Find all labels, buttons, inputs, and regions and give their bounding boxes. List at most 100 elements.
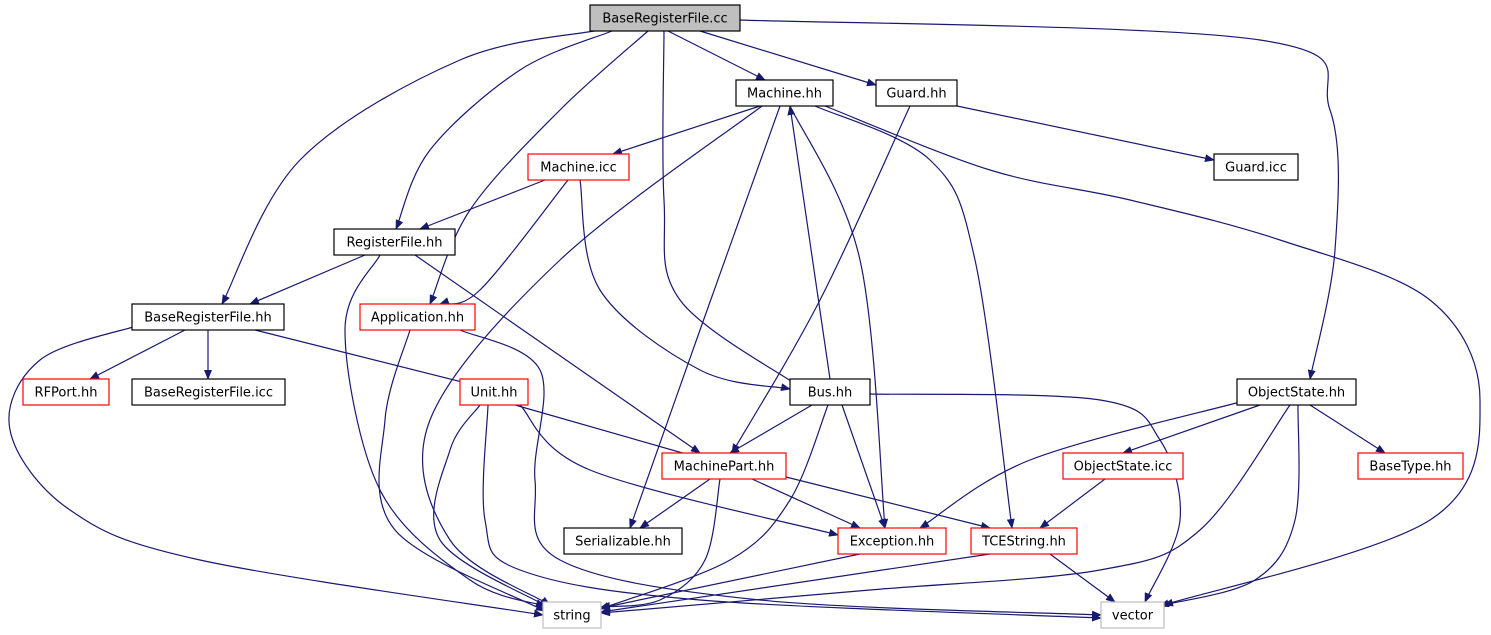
node-label: MachinePart.hh [674,460,775,475]
node-box [359,303,476,331]
edge-guard_hh-to-guard_icc [956,105,1215,163]
node-exception-hh[interactable]: Exception.hh [837,527,947,555]
node-label: TCEString.hh [981,535,1066,550]
node-label: Application.hh [371,311,464,326]
node-label: ObjectState.icc [1074,460,1173,475]
edge-unit_hh-to-machinepart_hh [514,404,701,460]
edge-tcestring_hh-to-vector [1049,553,1116,603]
edge-machinepart_hh-to-exception_hh [751,478,861,529]
node-box [735,79,834,107]
edge-exception_hh-to-string [600,553,861,611]
edge-base_hh-to-unit_hh [254,329,471,386]
edge-objectstate_hh-to-string [600,404,1291,617]
node-box [875,79,958,107]
node-objectstate-icc[interactable]: ObjectState.icc [1062,452,1184,480]
node-base-cc[interactable]: BaseRegisterFile.cc [589,4,741,32]
edge-base_cc-to-bus_hh [662,30,801,388]
node-box [1236,378,1357,406]
node-box [131,303,285,331]
node-registerfile-hh[interactable]: RegisterFile.hh [333,228,456,256]
node-box [459,378,529,406]
edge-base_cc-to-base_hh [221,29,601,305]
node-label: BaseRegisterFile.hh [144,311,272,326]
edge-tcestring_hh-to-string [600,553,991,615]
edge-base_cc-to-guard_hh [699,30,877,87]
edge-base_cc-to-objectstate_hh [739,19,1340,380]
node-box [1213,153,1299,181]
edge-objectstate_hh-to-basetype_hh [1309,404,1386,454]
edge-application_hh-to-string [378,329,546,612]
node-guard-icc[interactable]: Guard.icc [1213,153,1299,181]
node-application-hh[interactable]: Application.hh [359,303,476,331]
node-vector: vector [1100,601,1165,629]
edge-registerfile_hh-to-base_hh [249,254,366,305]
edge-objectstate_icc-to-tcestring_hh [1039,478,1106,529]
edge-unit_hh-to-string [433,404,549,608]
node-label: RegisterFile.hh [347,236,443,251]
node-label: Guard.hh [886,87,946,102]
edges-layer [8,19,1481,622]
edge-bus_hh-to-machinepart_hh [729,404,813,454]
node-serializable-hh[interactable]: Serializable.hh [563,527,683,555]
edge-bus_hh-to-machine_hh [787,105,831,380]
node-base-hh[interactable]: BaseRegisterFile.hh [131,303,285,331]
node-rfport-hh[interactable]: RFPort.hh [22,378,110,406]
node-box [661,452,787,480]
node-label: Serializable.hh [575,535,671,550]
node-box [1357,452,1464,480]
node-objectstate-hh[interactable]: ObjectState.hh [1236,378,1357,406]
node-string: string [542,601,602,629]
edge-objectstate_hh-to-objectstate_icc [1122,404,1261,454]
node-machinepart-hh[interactable]: MachinePart.hh [661,452,787,480]
node-unit-hh[interactable]: Unit.hh [459,378,529,406]
node-label: Machine.hh [747,87,822,102]
node-box [22,378,110,406]
edge-machine_hh-to-serializable_hh [629,105,781,529]
node-basetype-hh[interactable]: BaseType.hh [1357,452,1464,480]
node-guard-hh[interactable]: Guard.hh [875,79,958,107]
node-base-icc[interactable]: BaseRegisterFile.icc [131,378,286,406]
edge-machinepart_hh-to-serializable_hh [639,478,711,529]
node-tcestring-hh[interactable]: TCEString.hh [970,527,1078,555]
node-box [789,378,871,406]
edge-registerfile_hh-to-machinepart_hh [414,254,701,454]
node-machine-icc[interactable]: Machine.icc [527,153,630,181]
edge-base_hh-to-rfport_hh [89,329,186,380]
edge-unit_hh-to-exception_hh [519,404,839,537]
node-machine-hh[interactable]: Machine.hh [735,79,834,107]
node-bus-hh[interactable]: Bus.hh [789,378,871,406]
edge-objectstate_hh-to-vector [1163,404,1300,607]
node-label: Machine.icc [540,161,616,176]
node-label: BaseRegisterFile.cc [602,12,727,27]
edge-machine_hh-to-exception_hh [789,105,889,529]
edge-bus_hh-to-exception_hh [841,404,886,529]
edge-machine_hh-to-string [421,105,763,606]
edge-machine_icc-to-bus_hh [579,179,791,392]
node-label: BaseType.hh [1369,460,1451,475]
node-box [1100,601,1165,629]
node-box [527,153,630,181]
edge-machinepart_hh-to-string [600,478,721,610]
edge-machinepart_hh-to-tcestring_hh [785,476,991,530]
node-box [589,4,741,32]
edge-unit_hh-to-vector [482,404,1102,622]
edge-machine_icc-to-registerfile_hh [419,179,546,230]
edge-base_cc-to-machine_hh [667,30,766,81]
node-label: Unit.hh [470,386,517,401]
node-label: string [553,609,590,624]
node-label: Bus.hh [808,386,853,401]
node-box [542,601,602,629]
edge-bus_hh-to-vector [869,393,1182,603]
node-label: BaseRegisterFile.icc [144,386,273,401]
edge-bus_hh-to-string [599,404,829,610]
edge-base_hh-to-string [8,324,544,618]
node-label: Exception.hh [850,535,935,550]
edge-machine_hh-to-machine_icc [612,105,761,156]
node-label: RFPort.hh [35,386,98,401]
node-box [131,378,286,406]
edge-application_hh-to-vector [459,329,1102,619]
node-label: vector [1112,609,1154,624]
edge-machine_hh-to-tcestring_hh [814,105,1015,529]
